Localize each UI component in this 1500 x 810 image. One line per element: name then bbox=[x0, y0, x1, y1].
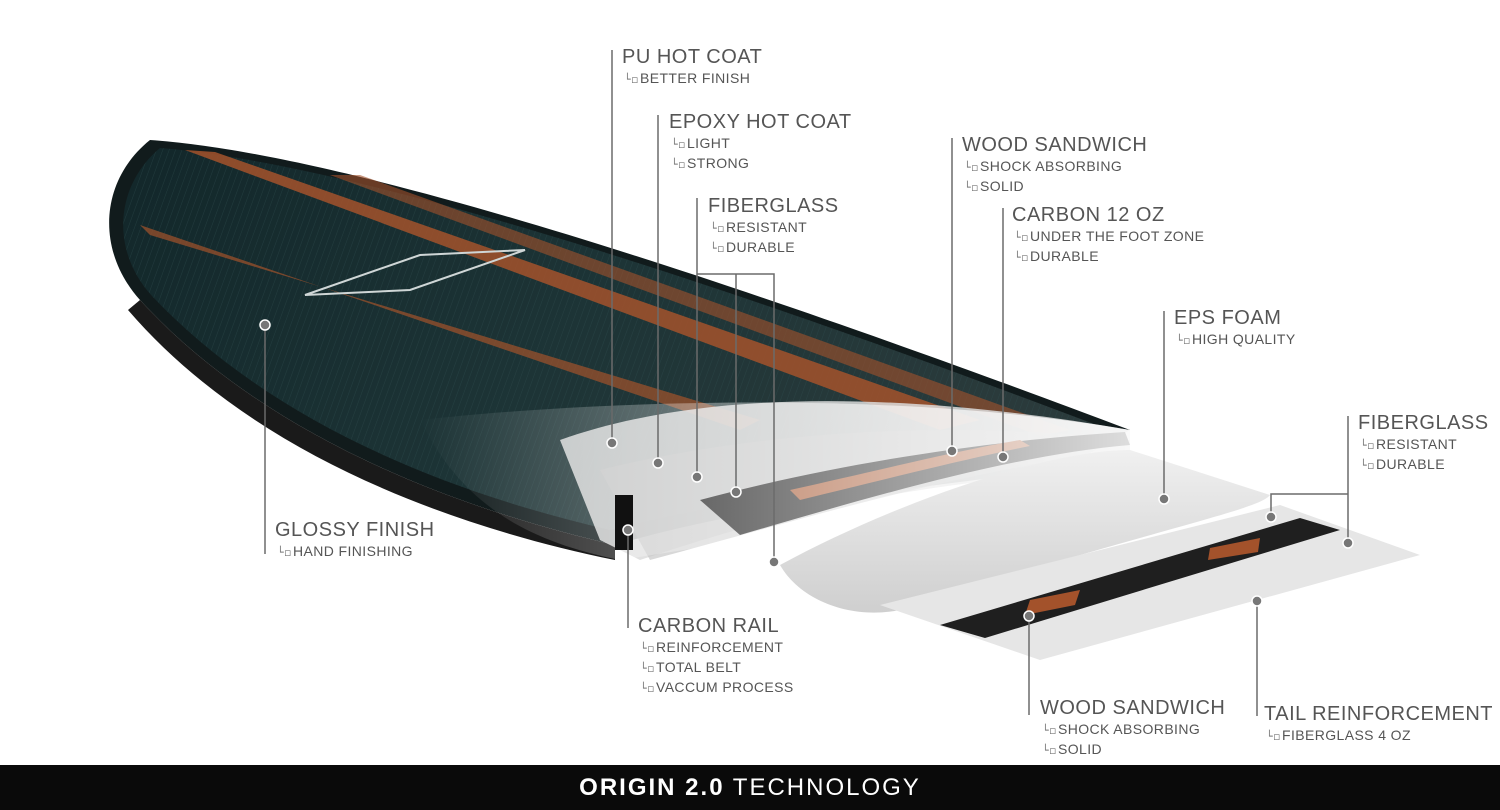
callout-fiberglass-top: FIBERGLASS └▫RESISTANT └▫DURABLE bbox=[708, 194, 839, 258]
callout-sub: └▫TOTAL BELT bbox=[640, 659, 742, 675]
callout-title: PU HOT COAT bbox=[622, 46, 763, 68]
callout-sub: └▫RESISTANT bbox=[1360, 436, 1458, 452]
anchor-dots bbox=[259, 319, 1354, 622]
callout-sub: └▫LIGHT bbox=[671, 135, 731, 151]
callout-sub: └▫DURABLE bbox=[1360, 456, 1445, 472]
callout-sub: └▫VACCUM PROCESS bbox=[640, 679, 794, 695]
callout-eps-foam: EPS FOAM └▫HIGH QUALITY bbox=[1174, 306, 1296, 350]
cutaway-layers bbox=[420, 401, 1420, 660]
wood-stripe bbox=[330, 175, 1070, 436]
callout-sub: └▫SHOCK ABSORBING bbox=[1042, 721, 1201, 737]
callout-glossy-finish: GLOSSY FINISH └▫HAND FINISHING bbox=[275, 518, 435, 562]
logo-diamond bbox=[304, 249, 526, 296]
callout-epoxy-hot-coat: EPOXY HOT COAT └▫LIGHT └▫STRONG bbox=[669, 110, 852, 174]
footer-banner: ORIGIN 2.0 TECHNOLOGY bbox=[0, 765, 1500, 810]
callout-title: WOOD SANDWICH bbox=[1040, 697, 1226, 719]
callout-sub: └▫RESISTANT bbox=[710, 219, 808, 235]
callout-sub: └▫UNDER THE FOOT ZONE bbox=[1014, 228, 1205, 244]
callout-title: FIBERGLASS bbox=[708, 195, 839, 217]
callout-sub: └▫FIBERGLASS 4 OZ bbox=[1266, 727, 1411, 743]
callout-title: CARBON RAIL bbox=[638, 615, 780, 637]
wood-stripe bbox=[140, 225, 760, 430]
callout-sub: └▫REINFORCEMENT bbox=[640, 639, 784, 655]
callout-sub: └▫DURABLE bbox=[1014, 248, 1099, 264]
callout-carbon-rail: CARBON RAIL └▫REINFORCEMENT └▫TOTAL BELT… bbox=[638, 614, 794, 698]
callout-title: EPS FOAM bbox=[1174, 307, 1282, 329]
callout-sub: └▫SOLID bbox=[1042, 741, 1103, 757]
callout-sub: └▫HIGH QUALITY bbox=[1176, 331, 1296, 347]
callout-pu-hot-coat: PU HOT COAT └▫BETTER FINISH bbox=[622, 45, 762, 89]
callout-sub: └▫HAND FINISHING bbox=[277, 543, 413, 559]
foam-block bbox=[780, 450, 1270, 613]
callout-sub: └▫SHOCK ABSORBING bbox=[964, 158, 1123, 174]
callout-sub: └▫STRONG bbox=[671, 155, 750, 171]
callout-title: TAIL REINFORCEMENT bbox=[1264, 703, 1494, 725]
callout-fiberglass-bottom: FIBERGLASS └▫RESISTANT └▫DURABLE bbox=[1358, 411, 1489, 475]
callout-title: CARBON 12 OZ bbox=[1012, 204, 1165, 226]
footer-technology-label: TECHNOLOGY bbox=[732, 774, 921, 801]
callout-title: EPOXY HOT COAT bbox=[669, 111, 852, 133]
callout-wood-sandwich-top: WOOD SANDWICH └▫SHOCK ABSORBING └▫SOLID bbox=[962, 133, 1147, 197]
callout-sub: └▫DURABLE bbox=[710, 239, 795, 255]
footer-product-name: ORIGIN 2.0 bbox=[579, 774, 725, 801]
wood-stripe bbox=[185, 150, 980, 430]
callout-title: WOOD SANDWICH bbox=[962, 134, 1148, 156]
callout-tail-reinforcement: TAIL REINFORCEMENT └▫FIBERGLASS 4 OZ bbox=[1264, 702, 1493, 746]
callout-title: GLOSSY FINISH bbox=[275, 519, 435, 541]
callout-sub: └▫SOLID bbox=[964, 178, 1025, 194]
carbon-rail-end bbox=[615, 495, 633, 550]
leader-lines bbox=[264, 50, 1349, 716]
callout-carbon-12-oz: CARBON 12 OZ └▫UNDER THE FOOT ZONE └▫DUR… bbox=[1012, 203, 1204, 267]
callout-sub: └▫BETTER FINISH bbox=[624, 70, 751, 86]
callout-wood-sandwich-bottom: WOOD SANDWICH └▫SHOCK ABSORBING └▫SOLID bbox=[1040, 696, 1225, 760]
callout-title: FIBERGLASS bbox=[1358, 412, 1489, 434]
